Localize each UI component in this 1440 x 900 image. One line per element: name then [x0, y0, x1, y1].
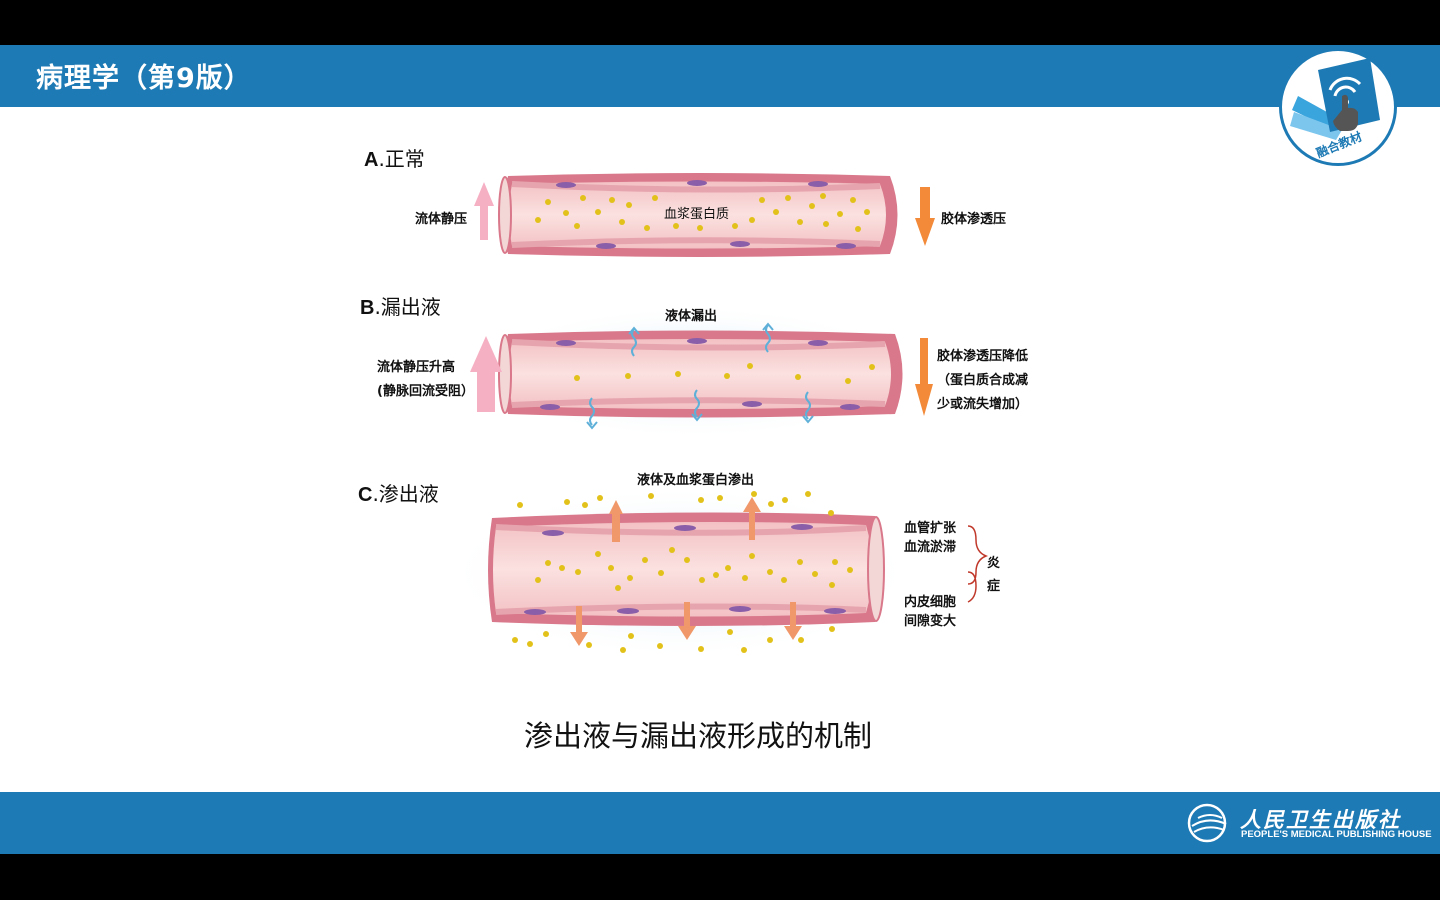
stasis-label: 血流淤滞: [904, 536, 956, 555]
section-a-letter: A: [364, 149, 378, 171]
section-a-title: A.正常: [364, 143, 425, 172]
hydrostatic-increase-label: 流体静压升高: [377, 356, 455, 375]
publisher-name-en: PEOPLE'S MEDICAL PUBLISHING HOUSE: [1241, 829, 1432, 840]
venous-obstruction-label: (静脉回流受阻）: [377, 380, 474, 399]
exudate-label: 液体及血浆蛋白渗出: [637, 469, 754, 488]
section-b-name: .漏出液: [374, 295, 440, 319]
figure-caption: 渗出液与漏出液形成的机制: [524, 713, 872, 755]
oncotic-decrease-label: 胶体渗透压降低: [937, 345, 1028, 364]
inflammation-label-1: 炎: [987, 552, 1000, 571]
section-c-letter: C: [358, 484, 372, 506]
gap-widen-label: 间隙变大: [904, 610, 956, 629]
section-b-title: B.漏出液: [360, 291, 441, 320]
protein-synthesis-label: （蛋白质合成减: [937, 369, 1028, 388]
endothelial-label: 内皮细胞: [904, 591, 956, 610]
hydrostatic-pressure-label: 流体静压: [415, 208, 467, 227]
oncotic-pressure-label: 胶体渗透压: [941, 208, 1006, 227]
plasma-protein-label: 血浆蛋白质: [664, 203, 729, 222]
section-c-title: C.渗出液: [358, 478, 439, 507]
fluid-leak-label: 液体漏出: [665, 305, 717, 324]
section-a-name: .正常: [378, 147, 424, 171]
footer-bar: [0, 792, 1440, 854]
section-c-name: .渗出液: [372, 482, 438, 506]
section-b-letter: B: [360, 297, 374, 319]
inflammation-label-2: 症: [987, 575, 1000, 594]
inflammation-brace: [968, 526, 986, 602]
vasodilation-label: 血管扩张: [904, 517, 956, 536]
protein-loss-label: 少或流失增加）: [937, 393, 1028, 412]
